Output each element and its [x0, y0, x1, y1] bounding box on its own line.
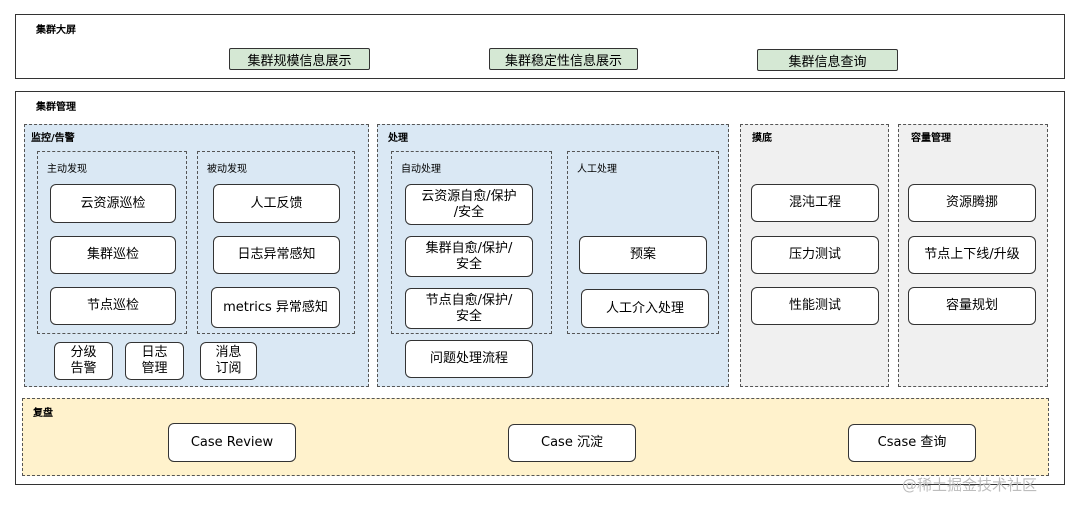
cluster-bigscreen-panel: 集群大屏 集群规模信息展示 集群稳定性信息展示 集群信息查询	[15, 14, 1065, 79]
chaos-engineering: 混沌工程	[751, 184, 879, 222]
node-inspection: 节点巡检	[50, 287, 176, 325]
tiered-alert: 分级 告警	[54, 342, 113, 380]
capacity-title: 容量管理	[911, 133, 951, 144]
cluster-inspection: 集群巡检	[50, 236, 176, 274]
contingency-plan: 预案	[579, 236, 707, 274]
log-anomaly-detection: 日志异常感知	[213, 236, 340, 274]
review-title: 复盘	[33, 408, 53, 419]
log-management: 日志 管理	[125, 342, 184, 380]
bigscreen-title: 集群大屏	[36, 25, 76, 36]
cluster-self-heal: 集群自愈/保护/ 安全	[405, 236, 533, 277]
passive-discovery-group: 被动发现	[197, 151, 355, 334]
cloud-resource-self-heal: 云资源自愈/保护 /安全	[405, 184, 533, 225]
message-subscription: 消息 订阅	[200, 342, 257, 380]
case-accumulation: Case 沉淀	[508, 424, 636, 462]
monitor-alert-title: 监控/告警	[31, 133, 75, 144]
metrics-anomaly-detection: metrics 异常感知	[211, 287, 340, 328]
case-review: Case Review	[168, 423, 296, 462]
manual-feedback: 人工反馈	[213, 184, 340, 223]
watermark: @稀土掘金技术社区	[902, 476, 1038, 494]
cluster-stability-info-button[interactable]: 集群稳定性信息展示	[489, 48, 638, 70]
auto-processing-group: 自动处理	[391, 151, 552, 334]
cluster-scale-info-button[interactable]: 集群规模信息展示	[229, 48, 370, 70]
manual-processing-group: 人工处理	[567, 151, 719, 334]
active-discovery-title: 主动发现	[47, 164, 87, 175]
node-online-offline-upgrade: 节点上下线/升级	[908, 236, 1036, 274]
auto-processing-title: 自动处理	[401, 164, 441, 175]
manual-processing-title: 人工处理	[577, 164, 617, 175]
management-title: 集群管理	[36, 102, 76, 113]
cloud-resource-inspection: 云资源巡检	[50, 184, 176, 223]
baseline-title: 摸底	[752, 133, 772, 144]
processing-title: 处理	[388, 133, 408, 144]
stress-test: 压力测试	[751, 236, 879, 274]
cluster-info-query-button[interactable]: 集群信息查询	[757, 49, 898, 71]
manual-intervention: 人工介入处理	[581, 289, 709, 328]
passive-discovery-title: 被动发现	[207, 164, 247, 175]
resource-migration: 资源腾挪	[908, 184, 1036, 222]
node-self-heal: 节点自愈/保护/ 安全	[405, 288, 533, 329]
active-discovery-group: 主动发现	[37, 151, 187, 334]
performance-test: 性能测试	[751, 287, 879, 325]
case-query: Csase 查询	[848, 424, 976, 462]
capacity-planning: 容量规划	[908, 287, 1036, 325]
problem-handling-flow: 问题处理流程	[405, 340, 533, 378]
